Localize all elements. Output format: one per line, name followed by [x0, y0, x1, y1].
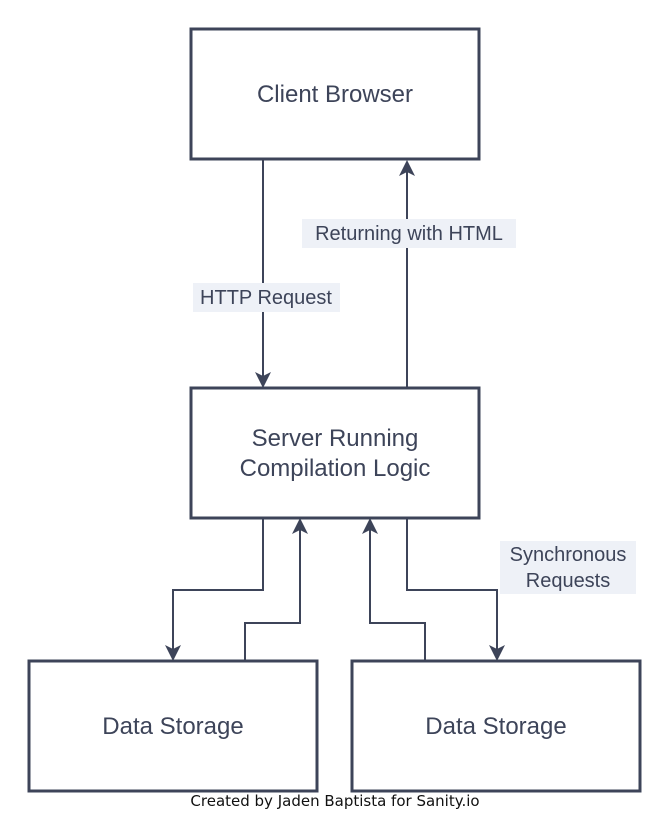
server-box: [189, 386, 481, 520]
data-storage-left-box: [27, 659, 319, 793]
node-client-browser: Client Browser: [189, 27, 481, 161]
edge-label-returning-html: Returning with HTML: [302, 219, 516, 248]
client-browser-box: [189, 27, 481, 161]
edge-server-to-left-storage: [172, 518, 264, 653]
edge-right-storage-to-server: [369, 526, 426, 660]
edge-left-storage-to-server: [244, 526, 301, 660]
synchronous-requests-label-bg: [500, 541, 636, 594]
node-server: Server Running Compilation Logic: [189, 386, 481, 520]
http-request-label-bg: [193, 283, 340, 312]
edge-label-synchronous-requests: Synchronous Requests: [500, 541, 636, 594]
data-storage-left-label: Data Storage: [102, 713, 243, 740]
server-label-line-1: Server Running: [252, 425, 419, 452]
arrowhead-server-to-right-storage: [489, 645, 505, 661]
synchronous-requests-label-line-1: Synchronous: [510, 544, 627, 566]
arrowhead-left-storage-to-server: [292, 518, 308, 534]
edges: [165, 160, 505, 661]
arrowhead-right-storage-to-server: [362, 518, 378, 534]
node-data-storage-right: Data Storage: [350, 659, 642, 793]
data-storage-right-label: Data Storage: [425, 713, 566, 740]
arrowhead-returning-html: [399, 160, 415, 176]
server-label-line-2: Compilation Logic: [240, 455, 431, 482]
returning-html-label: Returning with HTML: [315, 223, 503, 245]
arrowhead-http-request: [255, 372, 271, 388]
edge-server-to-right-storage: [406, 518, 498, 653]
arrowhead-server-to-left-storage: [165, 645, 181, 661]
synchronous-requests-label-line-2: Requests: [526, 570, 611, 592]
returning-html-label-bg: [302, 219, 516, 248]
http-request-label: HTTP Request: [200, 287, 332, 309]
credit-text: Created by Jaden Baptista for Sanity.io: [190, 792, 480, 810]
edge-label-http-request: HTTP Request: [193, 283, 340, 312]
client-browser-label: Client Browser: [257, 81, 413, 108]
data-storage-right-box: [350, 659, 642, 793]
node-data-storage-left: Data Storage: [27, 659, 319, 793]
